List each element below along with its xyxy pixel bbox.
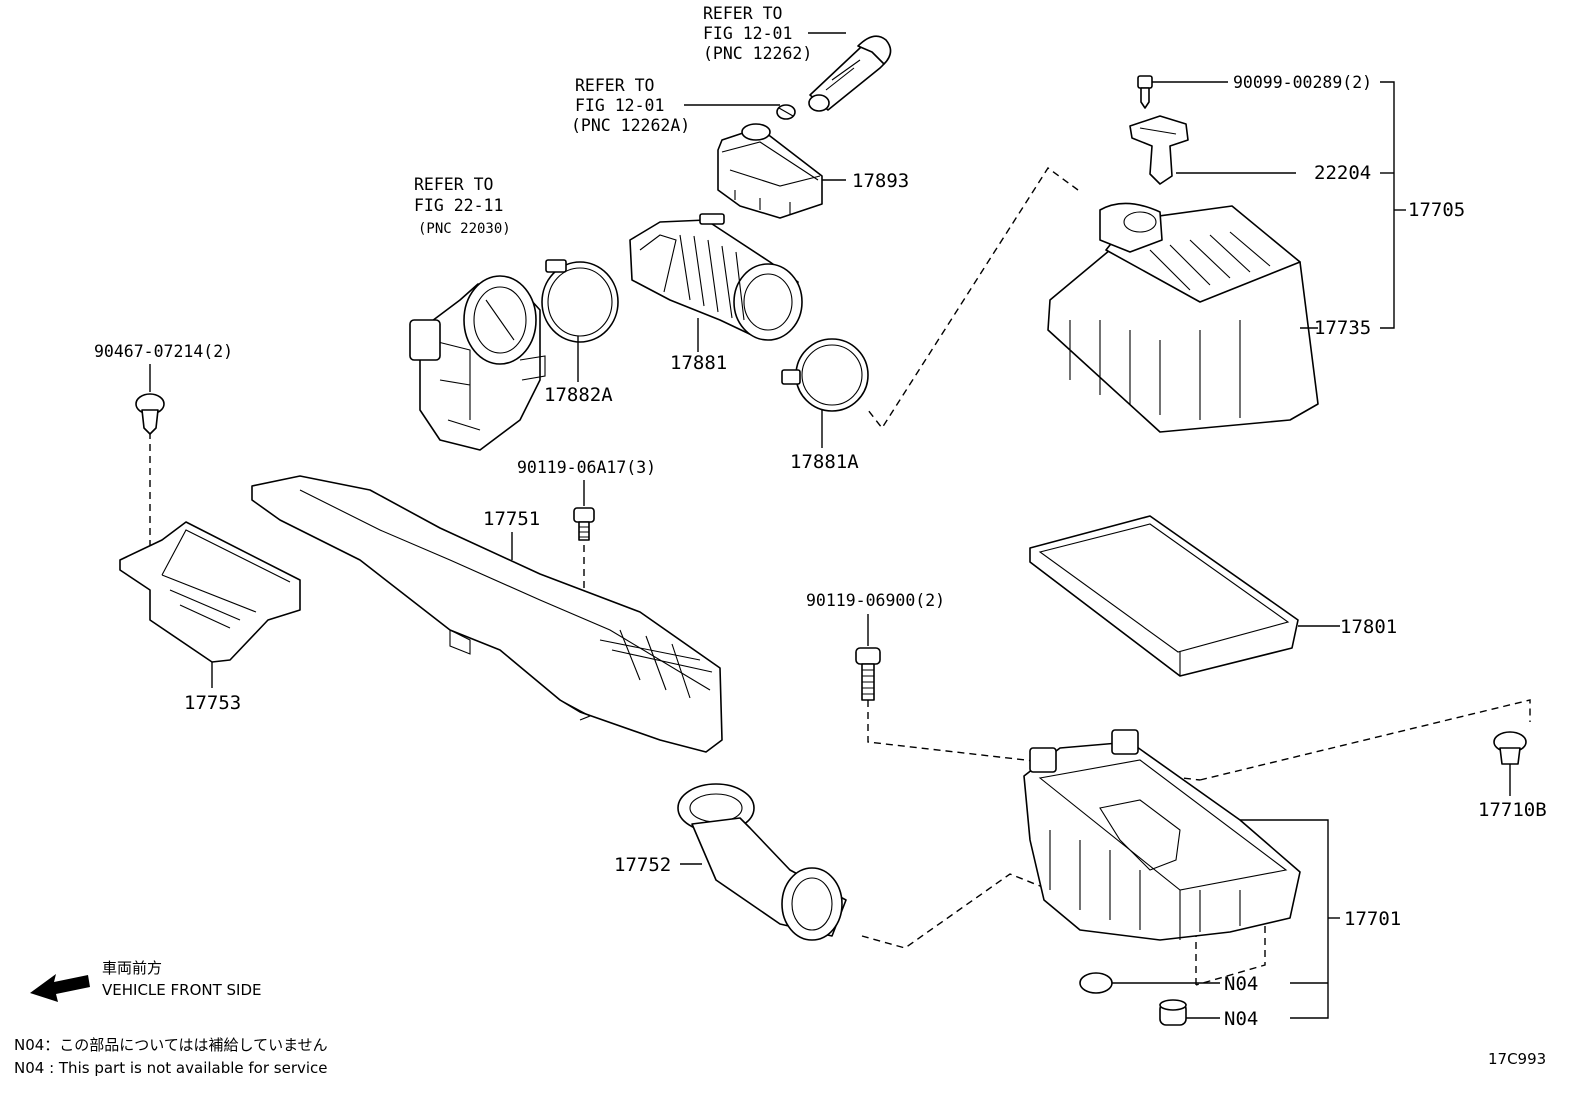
callout-17701[interactable]: 17701 bbox=[1344, 908, 1401, 930]
screw-90099[interactable] bbox=[1137, 75, 1153, 109]
callout-17735[interactable]: 17735 bbox=[1314, 317, 1371, 339]
ref-12262-line3: (PNC 12262) bbox=[703, 44, 812, 63]
ref-12262[interactable]: REFER TO FIG 12-01 (PNC 12262) bbox=[703, 4, 812, 63]
clamp-17882a[interactable] bbox=[541, 259, 619, 343]
callout-22204[interactable]: 22204 bbox=[1314, 162, 1371, 184]
ref-22030[interactable]: REFER TO FIG 22-11 (PNC 22030) bbox=[414, 175, 511, 237]
intake-hose-17881[interactable] bbox=[629, 213, 803, 341]
callout-17801[interactable]: 17801 bbox=[1340, 616, 1397, 638]
ref-12262-line1: REFER TO bbox=[703, 4, 782, 23]
ref-12262a-line2: FIG 12-01 bbox=[575, 96, 664, 115]
filter-element-17801[interactable] bbox=[1029, 515, 1299, 677]
callout-17710b[interactable]: 17710B bbox=[1478, 799, 1547, 821]
callout-17753[interactable]: 17753 bbox=[184, 692, 241, 714]
leader-lines bbox=[149, 32, 1511, 1019]
inlet-17753[interactable] bbox=[119, 521, 301, 663]
callout-90099-00289[interactable]: 90099-00289(2) bbox=[1233, 73, 1372, 92]
resonator-17893[interactable] bbox=[717, 123, 823, 219]
callout-17752[interactable]: 17752 bbox=[614, 854, 671, 876]
grommet-17710b[interactable] bbox=[1493, 731, 1527, 765]
ref-12262a-line3: (PNC 12262A) bbox=[571, 116, 690, 135]
ref-22030-line3: (PNC 22030) bbox=[418, 221, 511, 237]
callout-17705[interactable]: 17705 bbox=[1408, 199, 1465, 221]
cap-n04-lower bbox=[1159, 999, 1187, 1026]
figure-code: 17C993 bbox=[1488, 1050, 1546, 1068]
direction-label-en: VEHICLE FRONT SIDE bbox=[102, 981, 262, 999]
callout-17881a[interactable]: 17881A bbox=[790, 451, 859, 473]
callout-n04-lower[interactable]: N04 bbox=[1224, 1008, 1258, 1030]
hose-17752[interactable] bbox=[677, 783, 847, 941]
direction-label-jp: 車両前方 bbox=[102, 959, 162, 977]
callout-90467-07214[interactable]: 90467-07214(2) bbox=[94, 342, 233, 361]
ref-22030-line2: FIG 22-11 bbox=[414, 196, 503, 215]
air-flow-meter-22204[interactable] bbox=[1129, 115, 1189, 185]
duct-17751[interactable] bbox=[251, 475, 723, 753]
callout-17893[interactable]: 17893 bbox=[852, 170, 909, 192]
ref-12262a[interactable]: REFER TO FIG 12-01 (PNC 12262A) bbox=[571, 76, 690, 135]
note-jp: N04：この部品についてはは補給していません bbox=[14, 1036, 328, 1054]
ref-12262a-line1: REFER TO bbox=[575, 76, 654, 95]
callout-17751[interactable]: 17751 bbox=[483, 508, 540, 530]
cap-n04-upper bbox=[1079, 972, 1113, 994]
note-en: N04 : This part is not available for ser… bbox=[14, 1059, 328, 1077]
bolt-90119-06a17[interactable] bbox=[573, 507, 595, 541]
bolt-90119-06900[interactable] bbox=[855, 647, 881, 701]
callout-17881[interactable]: 17881 bbox=[670, 352, 727, 374]
hose-clip[interactable] bbox=[776, 104, 796, 120]
ref-22030-line1: REFER TO bbox=[414, 175, 493, 194]
callout-17882a[interactable]: 17882A bbox=[544, 384, 613, 406]
assembly-lines bbox=[149, 166, 1531, 986]
pcv-hose[interactable] bbox=[808, 35, 892, 112]
callout-90119-06900[interactable]: 90119-06900(2) bbox=[806, 591, 945, 610]
throttle-body[interactable] bbox=[409, 275, 546, 451]
callout-90119-06a17[interactable]: 90119-06A17(3) bbox=[517, 458, 656, 477]
air-cleaner-case-17701[interactable] bbox=[1023, 729, 1301, 941]
callout-n04-upper[interactable]: N04 bbox=[1224, 973, 1258, 995]
clip-90467[interactable] bbox=[135, 393, 165, 435]
ref-12262-line2: FIG 12-01 bbox=[703, 24, 792, 43]
air-cleaner-cap-17735[interactable] bbox=[1047, 202, 1319, 433]
clamp-17881a[interactable] bbox=[781, 338, 869, 412]
front-arrow-icon bbox=[30, 974, 90, 1002]
